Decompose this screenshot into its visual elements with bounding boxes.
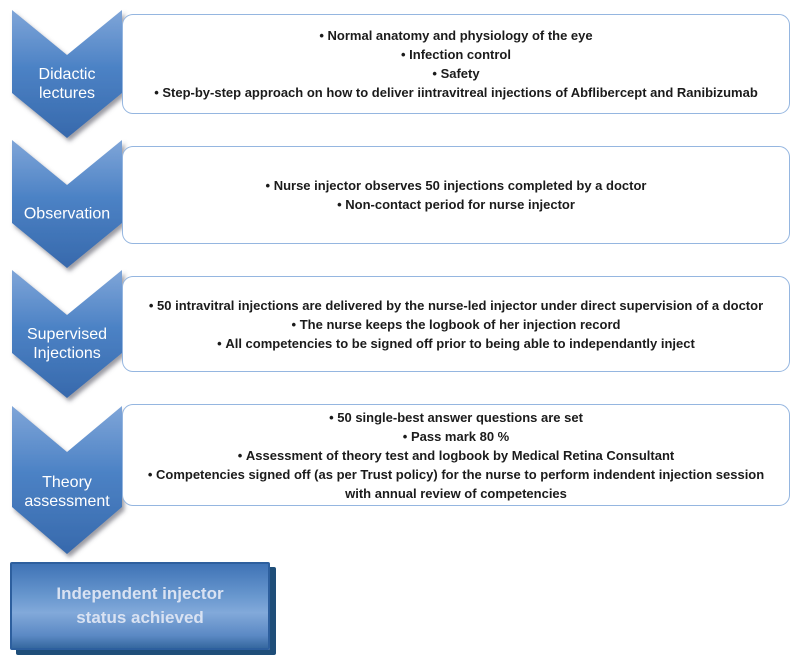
bullet-item: Assessment of theory test and logbook by… [238, 446, 674, 465]
bullet-item: Pass mark 80 % [403, 427, 509, 446]
step-label-supervised-injections: Supervised Injections [26, 326, 108, 363]
bullet-item: Normal anatomy and physiology of the eye [319, 26, 593, 45]
panel-supervised-injections: 50 intravitral injections are delivered … [122, 276, 790, 372]
chevron-down-icon [12, 140, 122, 268]
panel-observation: Nurse injector observes 50 injections co… [122, 146, 790, 244]
chevron-theory-assessment: Theory assessment [12, 406, 122, 554]
step-label-observation: Observation [23, 205, 111, 223]
step-label-theory-assessment: Theory assessment [24, 473, 110, 510]
panel-didactic-lectures: Normal anatomy and physiology of the eye… [122, 14, 790, 114]
step-label-didactic-lectures: Didactic lectures [38, 66, 96, 103]
chevron-down-icon [12, 270, 122, 398]
bullet-item: 50 intravitral injections are delivered … [149, 296, 763, 315]
bullet-item: Non-contact period for nurse injector [337, 195, 575, 214]
bullet-item: Safety [432, 64, 480, 83]
panel-theory-assessment: 50 single-best answer questions are set … [122, 404, 790, 506]
bullet-item: Competencies signed off (as per Trust po… [135, 465, 777, 503]
final-status-box: Independent injector status achieved [10, 562, 270, 650]
bullet-item: Step-by-step approach on how to deliver … [154, 83, 757, 102]
chevron-supervised-injections: Supervised Injections [12, 270, 122, 398]
bullet-item: Infection control [401, 45, 511, 64]
bullet-item: The nurse keeps the logbook of her injec… [292, 315, 621, 334]
final-status-label: Independent injector status achieved [56, 584, 224, 627]
chevron-observation: Observation [12, 140, 122, 268]
chevron-down-icon [12, 406, 122, 554]
bullet-item: Nurse injector observes 50 injections co… [266, 176, 647, 195]
bullet-item: All competencies to be signed off prior … [217, 334, 695, 353]
chevron-down-icon [12, 10, 122, 138]
bullet-item: 50 single-best answer questions are set [329, 408, 583, 427]
chevron-didactic-lectures: Didactic lectures [12, 10, 122, 138]
